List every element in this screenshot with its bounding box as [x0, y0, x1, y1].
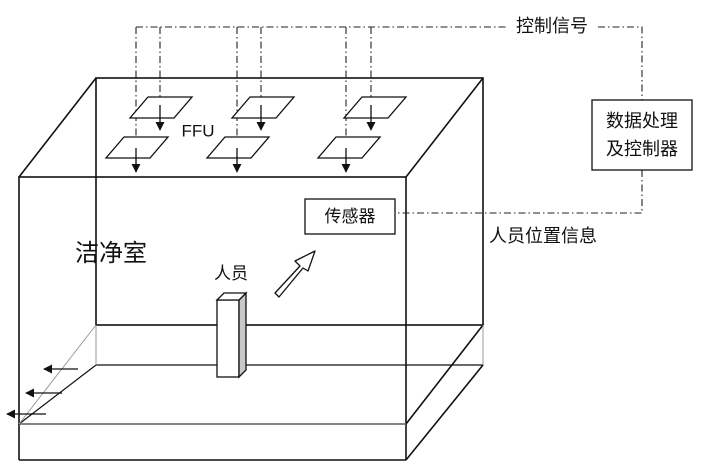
person-figure	[215, 291, 248, 379]
ffu-panels	[104, 96, 408, 159]
controller-label-line1: 数据处理	[606, 111, 678, 132]
ffu-panel	[104, 136, 170, 159]
airflow-arrows	[131, 105, 376, 173]
cleanroom-box	[18, 77, 484, 461]
controller-label-line2: 及控制器	[606, 139, 678, 160]
personnel-position-info-label: 人员位置信息	[489, 226, 597, 247]
person-label: 人员	[214, 264, 248, 284]
controller-box	[591, 99, 693, 171]
top-right-edge	[405, 77, 484, 178]
clean-room-label: 洁净室	[75, 239, 147, 267]
ffu-panel	[128, 96, 194, 119]
position-detection-arrow	[274, 250, 316, 298]
top-left-edge	[18, 77, 97, 178]
floor-right-edge	[405, 324, 484, 425]
ffu-label: FFU	[181, 121, 214, 140]
sensor-label: 传感器	[325, 207, 376, 227]
back-face	[95, 77, 484, 326]
control-signal-label: 控制信号	[516, 16, 588, 37]
slab-right-back	[405, 364, 484, 461]
control-signal-lines	[135, 26, 643, 214]
sensor-box	[304, 198, 396, 235]
floor-corner-light	[18, 324, 97, 425]
ffu-panel	[316, 136, 382, 159]
ffu-panel	[230, 96, 296, 119]
exhaust-arrows	[6, 364, 78, 419]
ffu-panel	[342, 96, 408, 119]
ffu-panel	[205, 136, 271, 159]
